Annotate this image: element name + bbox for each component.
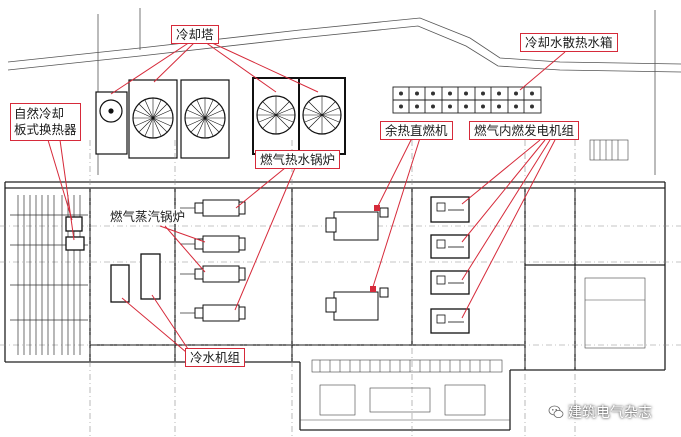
label-gas-engine-genset: 燃气内燃发电机组 [469,121,580,140]
label-natural-cooling-heat-exchanger: 自然冷却 板式换热器 [10,103,81,141]
absorption-chillers [325,207,389,321]
label-absorption-chiller: 余热直燃机 [380,121,453,140]
genset-inner-marks [436,202,464,324]
cooling-tower-left-pair [128,79,230,159]
label-natural-cooling-line1: 自然冷却 [14,106,65,121]
cooling-tower-right-pair [252,77,346,155]
watermark: 建筑电气杂志 [548,401,652,423]
bottom-detail [300,359,510,421]
plate-heat-exchangers [65,216,85,251]
chiller-units [110,253,161,303]
wechat-icon [548,405,564,418]
right-rooms [584,139,646,349]
cooling-tower-small [95,91,128,155]
structural-grid [0,140,681,437]
leader-lines [47,41,566,353]
label-natural-cooling-line2: 板式换热器 [14,122,77,137]
label-cooling-tower: 冷却塔 [171,25,219,44]
gas-engine-gensets [430,196,470,334]
label-chiller-unit: 冷水机组 [185,348,246,367]
cooling-water-tank [392,86,542,114]
boilers [194,199,246,322]
boiler-stacks [180,207,195,314]
label-cooling-water-tank: 冷却水散热水箱 [520,33,618,52]
label-gas-hot-water-boiler: 燃气热水锅炉 [255,150,341,169]
label-gas-steam-boiler: 燃气蒸汽锅炉 [108,209,188,224]
watermark-text: 建筑电气杂志 [568,405,652,421]
